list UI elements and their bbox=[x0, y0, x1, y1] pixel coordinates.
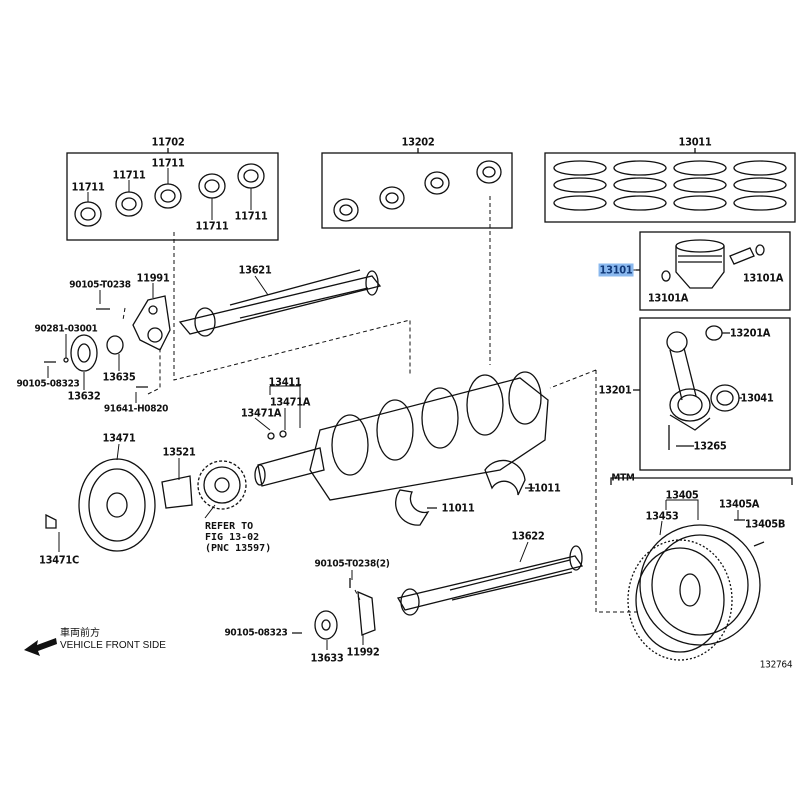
vehicle-front-note: 車両前方 VEHICLE FRONT SIDE bbox=[60, 628, 166, 652]
label-13101a[interactable]: 13101A bbox=[742, 271, 784, 285]
label-13632[interactable]: 13632 bbox=[67, 389, 101, 403]
label-13635[interactable]: 13635 bbox=[102, 370, 136, 384]
balance-shaft-lower bbox=[396, 545, 584, 616]
label-11711[interactable]: 11711 bbox=[151, 156, 185, 170]
label-13453[interactable]: 13453 bbox=[645, 509, 679, 523]
leader-lines bbox=[47, 168, 739, 650]
label-13201[interactable]: 13201 bbox=[598, 383, 632, 397]
figure-id: 132764 bbox=[759, 659, 793, 671]
label-13202[interactable]: 13202 bbox=[401, 135, 435, 149]
crankshaft-drawing bbox=[254, 371, 549, 501]
label-13101-highlighted[interactable]: 13101 bbox=[598, 263, 634, 277]
label-13405b[interactable]: 13405B bbox=[744, 517, 786, 531]
refer-note-line: FIG 13-02 bbox=[205, 532, 260, 543]
label-90105-t0238-2[interactable]: 90105-T0238(2) bbox=[314, 558, 390, 570]
label-11702[interactable]: 11702 bbox=[151, 135, 185, 149]
label-90105-t0238[interactable]: 90105-T0238 bbox=[69, 279, 131, 291]
label-13521[interactable]: 13521 bbox=[162, 445, 196, 459]
label-13265[interactable]: 13265 bbox=[693, 439, 727, 453]
label-13621[interactable]: 13621 bbox=[238, 263, 272, 277]
piston-ring-sets bbox=[553, 160, 787, 211]
label-11711[interactable]: 11711 bbox=[195, 219, 229, 233]
label-13101a[interactable]: 13101A bbox=[647, 291, 689, 305]
dashed-guides bbox=[122, 196, 640, 613]
refer-note-line: (PNC 13597) bbox=[205, 543, 272, 554]
label-13201a[interactable]: 13201A bbox=[729, 326, 771, 340]
label-13622[interactable]: 13622 bbox=[511, 529, 545, 543]
balance-shaft-upper bbox=[178, 269, 382, 337]
label-13471a[interactable]: 13471A bbox=[240, 406, 282, 420]
label-11711[interactable]: 11711 bbox=[71, 180, 105, 194]
left-components bbox=[44, 295, 376, 640]
mtm-label: MTM bbox=[611, 472, 635, 484]
label-13471c[interactable]: 13471C bbox=[39, 553, 79, 567]
label-11011[interactable]: 11011 bbox=[441, 501, 475, 515]
label-90281-03001[interactable]: 90281-03001 bbox=[34, 323, 98, 335]
label-11711[interactable]: 11711 bbox=[112, 168, 146, 182]
vehicle-front-jp: 車両前方 bbox=[60, 628, 100, 639]
label-11711[interactable]: 11711 bbox=[234, 209, 268, 223]
label-11011[interactable]: 11011 bbox=[527, 481, 561, 495]
label-13405a[interactable]: 13405A bbox=[718, 497, 760, 511]
label-91641-h0820[interactable]: 91641-H0820 bbox=[103, 403, 169, 415]
label-13471[interactable]: 13471 bbox=[102, 431, 136, 445]
piston-drawing bbox=[661, 239, 765, 289]
label-13405[interactable]: 13405 bbox=[665, 488, 699, 502]
flywheel-drawing bbox=[627, 519, 765, 661]
label-11991[interactable]: 11991 bbox=[136, 271, 170, 285]
group-brackets bbox=[66, 148, 796, 485]
vehicle-front-en: VEHICLE FRONT SIDE bbox=[60, 640, 166, 651]
refer-note: REFER TO FIG 13-02 (PNC 13597) bbox=[205, 521, 271, 554]
label-11992[interactable]: 11992 bbox=[346, 645, 380, 659]
label-13633[interactable]: 13633 bbox=[310, 651, 344, 665]
label-13471a[interactable]: 13471A bbox=[269, 395, 311, 409]
rod-bearing-shells bbox=[333, 160, 502, 222]
connecting-rod-drawing bbox=[666, 325, 742, 450]
label-13411[interactable]: 13411 bbox=[268, 375, 302, 389]
label-90105-08323[interactable]: 90105-08323 bbox=[16, 378, 80, 390]
vehicle-front-arrow bbox=[24, 638, 57, 656]
refer-note-line: REFER TO bbox=[205, 521, 254, 532]
thrust-washers bbox=[395, 459, 535, 526]
label-13011[interactable]: 13011 bbox=[678, 135, 712, 149]
label-13041[interactable]: 13041 bbox=[740, 391, 774, 405]
label-90105-08323[interactable]: 90105-08323 bbox=[224, 627, 288, 639]
